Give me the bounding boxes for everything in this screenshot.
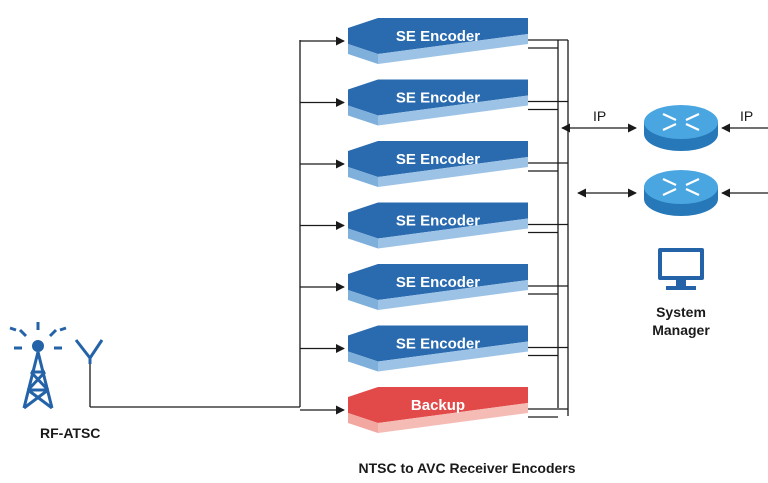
encoder-unit-label: SE Encoder (396, 213, 480, 230)
ip-label-right: IP (740, 108, 753, 124)
encoder-unit-label: SE Encoder (396, 274, 480, 291)
monitor-icon (658, 248, 704, 290)
encoder-unit: SE Encoder (348, 264, 528, 310)
output-bus (528, 39, 569, 418)
router-icon (644, 105, 718, 151)
router-icon (644, 170, 718, 216)
backup-unit: Backup (348, 387, 528, 433)
encoder-unit-label: SE Encoder (396, 336, 480, 353)
antenna-icon (74, 339, 104, 364)
encoder-unit: SE Encoder (348, 79, 528, 126)
ip-links (561, 123, 768, 198)
encoder-unit: SE Encoder (348, 202, 528, 249)
encoder-unit: SE Encoder (348, 325, 528, 372)
encoder-unit-label: SE Encoder (396, 151, 480, 168)
encoder-unit-label: SE Encoder (396, 90, 480, 107)
source-label: RF-ATSC (40, 425, 100, 441)
encoder-unit: SE Encoder (348, 18, 528, 64)
broadcast-tower-icon (9, 322, 67, 410)
input-bus (89, 40, 301, 408)
diagram-caption: NTSC to AVC Receiver Encoders (358, 460, 575, 476)
system-manager-line2: Manager (652, 322, 710, 338)
encoder-unit: SE Encoder (348, 141, 528, 187)
backup-unit-label: Backup (411, 397, 465, 414)
encoder-feed-arrows (300, 36, 345, 415)
encoder-unit-label: SE Encoder (396, 28, 480, 45)
system-manager-line1: System (656, 304, 706, 320)
encoder-stack: SE Encoder SE Encoder SE Encoder SE Encoder… (348, 18, 528, 433)
ip-label-left: IP (593, 108, 606, 124)
